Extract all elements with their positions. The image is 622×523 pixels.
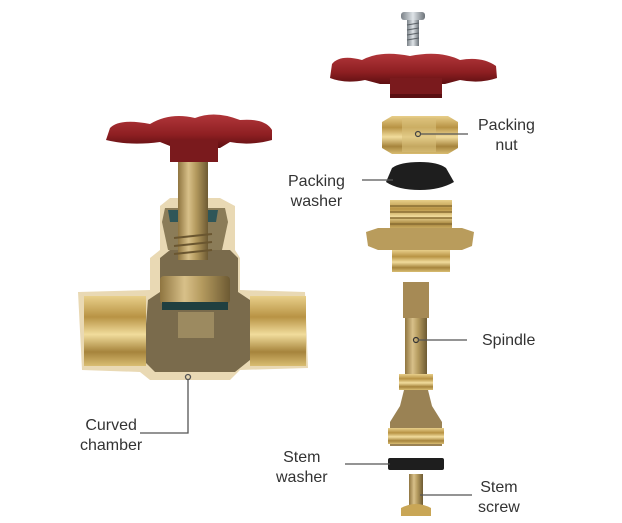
handle-screw xyxy=(401,12,425,46)
leader-curved-chamber xyxy=(140,380,189,434)
exploded-parts xyxy=(330,12,497,516)
bonnet xyxy=(366,200,474,272)
packing-washer xyxy=(386,162,454,190)
handle-wheel xyxy=(330,53,497,98)
packing-nut xyxy=(382,116,458,154)
leader-lines xyxy=(140,133,472,496)
stem-screw xyxy=(401,474,431,516)
label-curved-chamber: Curved chamber xyxy=(80,417,143,454)
label-stem-screw: Stem screw xyxy=(478,479,520,516)
spindle xyxy=(388,282,444,446)
cutaway-valve xyxy=(78,114,308,381)
label-packing-washer: Packing washer xyxy=(288,173,345,210)
label-spindle: Spindle xyxy=(482,332,536,349)
stem-washer xyxy=(388,458,444,470)
label-stem-washer: Stem washer xyxy=(276,449,328,486)
label-packing-nut: Packing nut xyxy=(478,117,535,154)
